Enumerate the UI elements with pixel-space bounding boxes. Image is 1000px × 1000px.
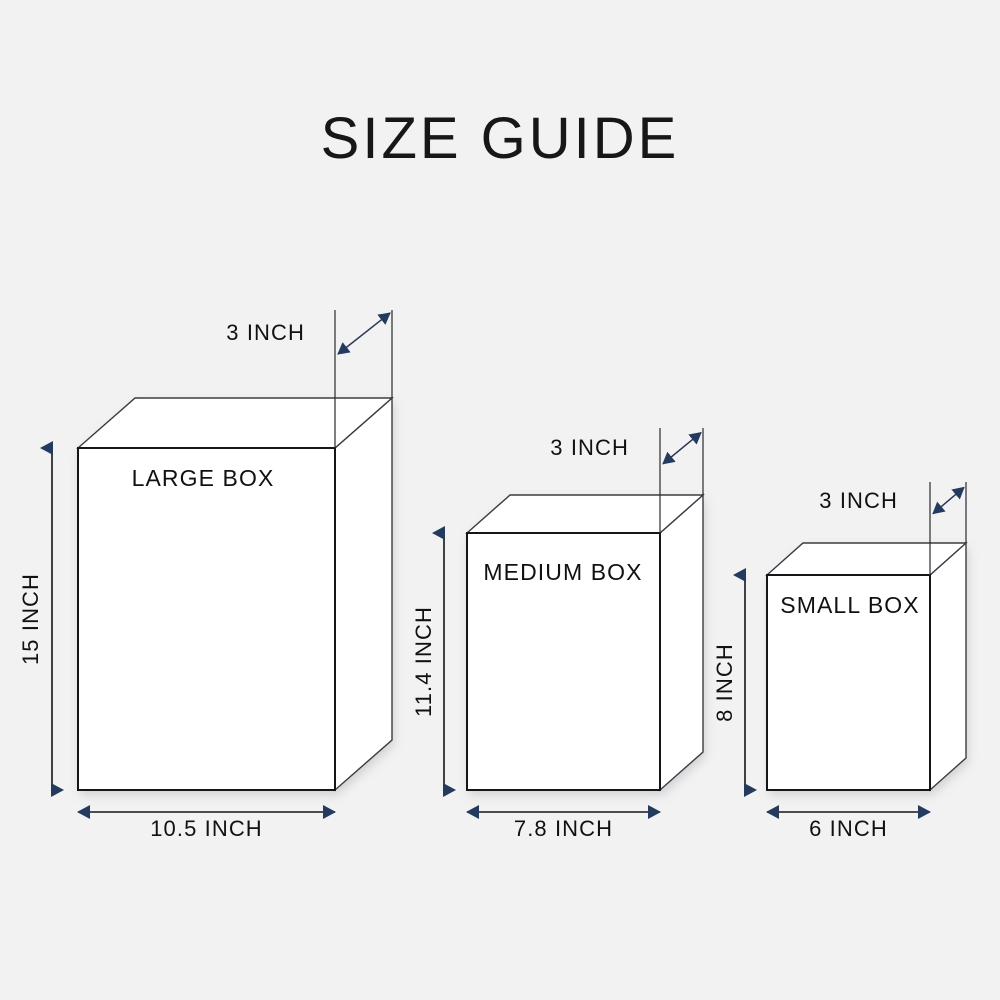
box-large: LARGE BOX 15 INCH 10.5 INCH 3 INCH — [18, 310, 394, 841]
depth-dimension-line-medium — [662, 431, 702, 465]
box-name-label-small: SMALL BOX — [780, 592, 919, 618]
depth-dimension-label-small: 3 INCH — [819, 488, 898, 513]
page-title: SIZE GUIDE — [321, 106, 680, 171]
box-front-face-medium — [466, 532, 661, 791]
box-top-face-small — [765, 542, 968, 576]
height-dimension-label-small: 8 INCH — [712, 643, 737, 722]
box-front-face-large — [77, 447, 336, 791]
box-side-face-large — [334, 396, 393, 792]
box-side-face-small — [929, 541, 967, 792]
height-dimension-label-medium: 11.4 INCH — [411, 606, 436, 717]
box-medium: MEDIUM BOX 11.4 INCH 7.8 INCH 3 INCH — [411, 428, 705, 841]
width-dimension-label-small: 6 INCH — [809, 816, 888, 841]
width-dimension-label-medium: 7.8 INCH — [514, 816, 613, 841]
box-name-label-medium: MEDIUM BOX — [483, 559, 642, 585]
box-side-face-medium — [659, 493, 704, 792]
box-small: SMALL BOX 8 INCH 6 INCH 3 INCH — [712, 482, 968, 841]
width-dimension-label-large: 10.5 INCH — [150, 816, 263, 841]
depth-dimension-label-medium: 3 INCH — [550, 435, 629, 460]
box-name-label-large: LARGE BOX — [132, 465, 275, 491]
depth-dimension-line-large — [337, 312, 391, 355]
depth-dimension-line-small — [932, 486, 965, 515]
box-front-face-small — [766, 574, 931, 791]
height-dimension-label-large: 15 INCH — [18, 573, 43, 665]
depth-dimension-label-large: 3 INCH — [226, 320, 305, 345]
